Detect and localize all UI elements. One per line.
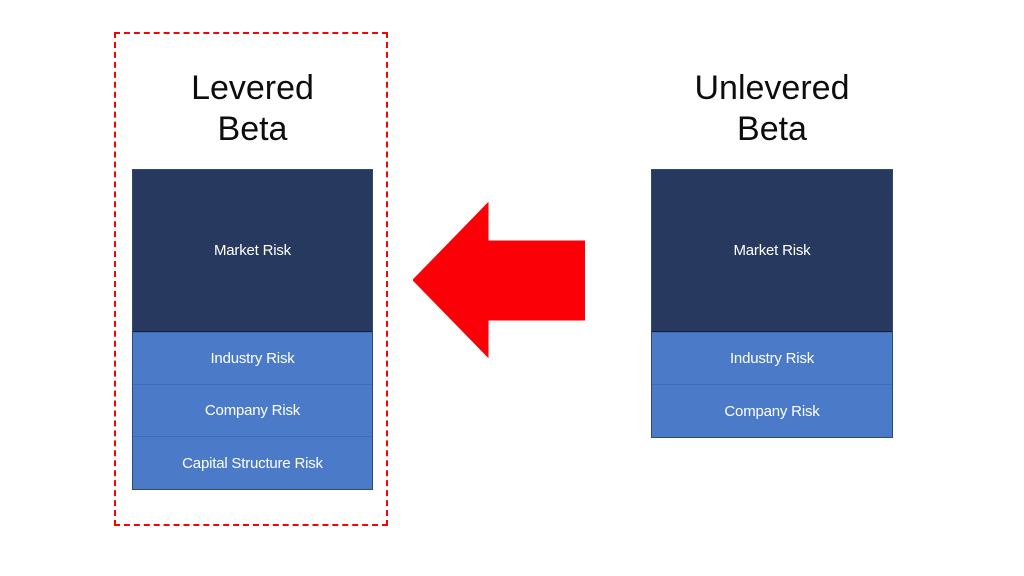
segment-label: Market Risk — [214, 242, 291, 260]
segment-label: Market Risk — [733, 242, 811, 260]
left-arrow-icon — [413, 201, 585, 359]
segment-capital-structure-risk-levered: Capital Structure Risk — [133, 436, 372, 489]
levered-beta-title: Levered Beta — [191, 69, 314, 148]
unlevered-beta-title: Unlevered Beta — [694, 69, 850, 148]
segment-label: Capital Structure Risk — [182, 454, 323, 472]
segment-company-risk-unlevered: Company Risk — [652, 384, 892, 437]
segment-market-risk-unlevered: Market Risk — [652, 170, 892, 333]
levered-beta-stack: Market Risk Industry Risk Company Risk C… — [132, 169, 373, 490]
segment-label: Industry Risk — [729, 350, 815, 368]
levered-beta-highlight-box — [114, 32, 388, 526]
segment-industry-risk-unlevered: Industry Risk — [652, 332, 892, 385]
segment-label: Industry Risk — [210, 350, 295, 368]
segment-market-risk-levered: Market Risk — [133, 170, 372, 333]
segment-label: Company Risk — [204, 402, 301, 420]
segment-industry-risk-levered: Industry Risk — [133, 332, 372, 385]
unlevered-beta-stack: Market Risk Industry Risk Company Risk — [651, 169, 893, 438]
segment-label: Company Risk — [724, 402, 820, 420]
segment-company-risk-levered: Company Risk — [133, 384, 372, 437]
left-arrow — [413, 200, 585, 360]
